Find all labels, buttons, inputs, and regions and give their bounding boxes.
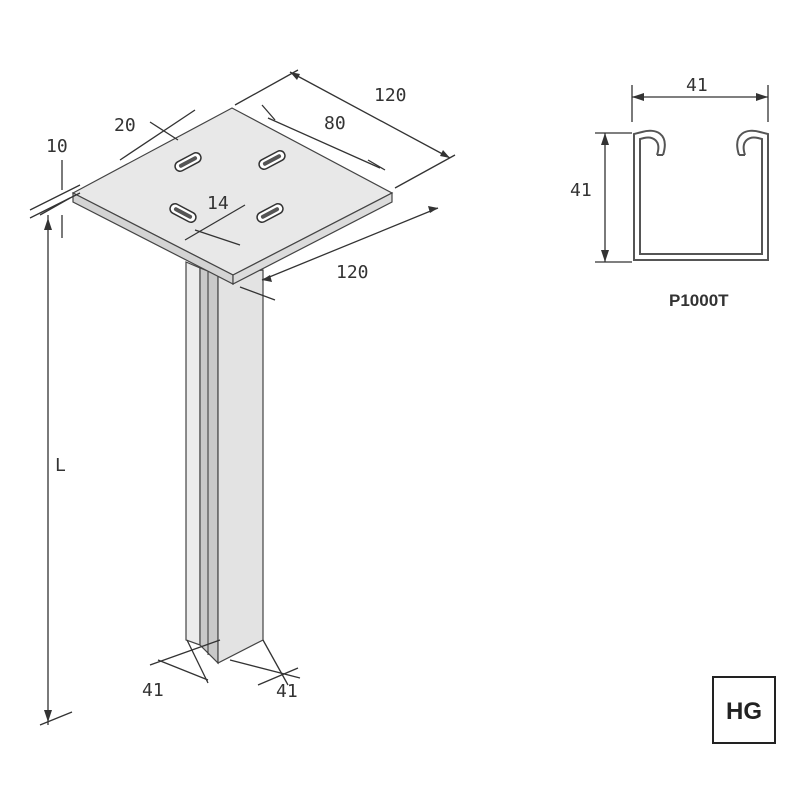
dim-line-14 — [184, 204, 246, 241]
base-plate — [71, 107, 394, 285]
dim-line-120-side — [261, 207, 439, 281]
slot-3 — [169, 203, 197, 223]
post-web — [199, 267, 219, 665]
dim-line-80 — [267, 117, 381, 169]
slot-1 — [174, 152, 202, 172]
post-channel — [185, 261, 264, 665]
post-right-flange — [217, 269, 264, 664]
section-label-width: 41 — [686, 75, 708, 96]
dim-label-41-right: 41 — [276, 681, 298, 702]
dim-label-14: 14 — [207, 193, 229, 214]
dim-label-120-side: 120 — [336, 262, 369, 283]
post-left-flange — [185, 261, 201, 646]
dimension-lines — [29, 69, 456, 726]
slot-4 — [256, 203, 284, 223]
section-title: P1000T — [669, 291, 729, 310]
slot-2 — [258, 150, 286, 170]
dim-line-41-right — [229, 659, 301, 679]
plate-slots — [169, 150, 286, 223]
dim-line-10 — [29, 184, 81, 211]
badge-text: HG — [726, 698, 762, 725]
dim-label-20: 20 — [114, 115, 136, 136]
section-profile-outer — [633, 129, 769, 261]
dim-line-20 — [119, 109, 196, 161]
plate-side-edge — [232, 192, 393, 285]
dim-label-120-top: 120 — [374, 85, 407, 106]
dim-label-41-left: 41 — [142, 680, 164, 701]
badge-frame — [712, 676, 776, 744]
section-label-height: 41 — [570, 180, 592, 201]
dim-label-10: 10 — [46, 136, 68, 157]
section-profile-inner — [639, 136, 763, 255]
dim-label-80: 80 — [324, 113, 346, 134]
channel-section — [595, 85, 769, 263]
hg-badge: HG — [712, 676, 776, 744]
dim-line-120-top — [289, 71, 451, 159]
dim-label-L: L — [55, 455, 66, 476]
